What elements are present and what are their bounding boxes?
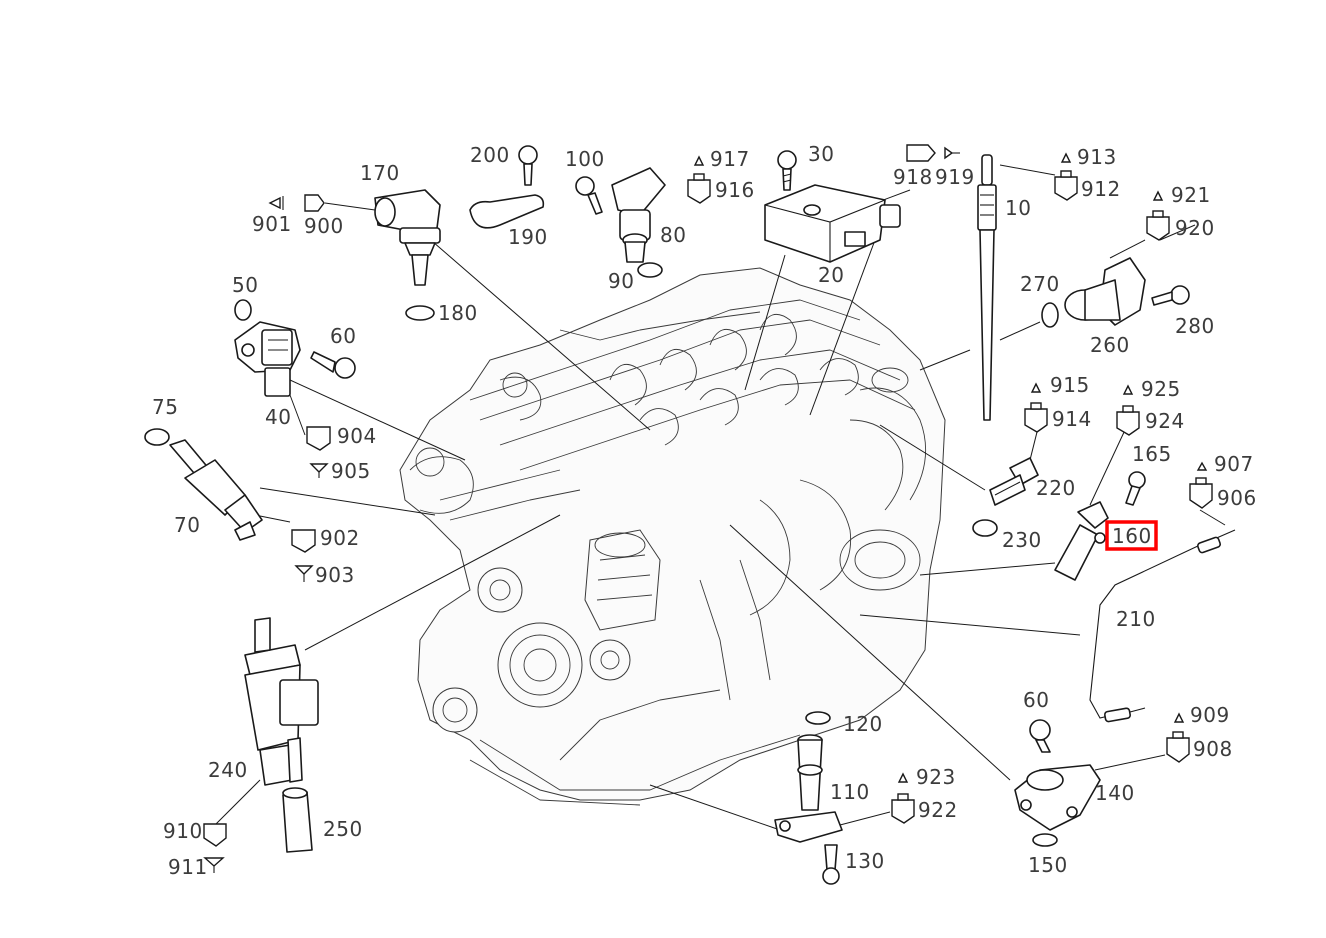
label-130[interactable]: 130 [845, 849, 885, 873]
screw-280 [1151, 285, 1190, 306]
label-90[interactable]: 90 [608, 269, 634, 293]
o-ring-75 [144, 428, 170, 446]
label-280[interactable]: 280 [1175, 314, 1215, 338]
label-917[interactable]: 917 [710, 147, 750, 171]
label-916[interactable]: 916 [715, 178, 755, 202]
label-925[interactable]: 925 [1141, 377, 1181, 401]
gasket-190 [469, 194, 545, 229]
screw-200 [518, 145, 538, 186]
label-180[interactable]: 180 [438, 301, 478, 325]
label-60-lower[interactable]: 60 [1023, 688, 1049, 712]
label-913[interactable]: 913 [1077, 145, 1117, 169]
screw-165 [1125, 471, 1146, 506]
label-230[interactable]: 230 [1002, 528, 1042, 552]
pressure-switch-220 [989, 457, 1039, 506]
screw-100 [575, 176, 603, 215]
label-900[interactable]: 900 [304, 214, 344, 238]
screw-60-upper [310, 351, 356, 379]
label-923[interactable]: 923 [916, 765, 956, 789]
label-170[interactable]: 170 [360, 161, 400, 185]
connector-symbols [203, 144, 1213, 873]
label-914[interactable]: 914 [1052, 407, 1092, 431]
o-ring-150 [1032, 833, 1058, 847]
label-924[interactable]: 924 [1145, 409, 1185, 433]
label-908[interactable]: 908 [1193, 737, 1233, 761]
label-907[interactable]: 907 [1214, 452, 1254, 476]
screw-30 [777, 150, 797, 191]
o-ring-90 [637, 262, 663, 278]
highlight-box-160 [1105, 520, 1158, 551]
label-902[interactable]: 902 [320, 526, 360, 550]
label-922[interactable]: 922 [918, 798, 958, 822]
engine-assembly [399, 267, 946, 806]
label-50[interactable]: 50 [232, 273, 258, 297]
label-210[interactable]: 210 [1116, 607, 1156, 631]
label-919[interactable]: 919 [935, 165, 975, 189]
washer-230 [972, 519, 998, 537]
label-200[interactable]: 200 [470, 143, 510, 167]
label-912[interactable]: 912 [1081, 177, 1121, 201]
label-901[interactable]: 901 [252, 212, 292, 236]
label-190[interactable]: 190 [508, 225, 548, 249]
glow-plug-10 [977, 154, 997, 421]
pressure-sensor-40 [234, 321, 301, 397]
part-labels: 10 20 30 40 50 60 60 70 75 80 90 100 110… [152, 142, 1257, 879]
label-240[interactable]: 240 [208, 758, 248, 782]
label-910[interactable]: 910 [163, 819, 203, 843]
label-120[interactable]: 120 [843, 712, 883, 736]
crankshaft-sensor-160 [1054, 501, 1109, 581]
label-921[interactable]: 921 [1171, 183, 1211, 207]
pressure-sensor-140 [1014, 764, 1101, 831]
o-ring-120 [805, 711, 831, 725]
label-909[interactable]: 909 [1190, 703, 1230, 727]
leader-lines [209, 164, 1226, 831]
exhaust-temperature-sensor-210 [1089, 529, 1236, 723]
control-unit-20 [764, 184, 901, 263]
label-904[interactable]: 904 [337, 424, 377, 448]
sensor-260 [1064, 257, 1146, 326]
label-911[interactable]: 911 [168, 855, 208, 879]
sensor-70 [169, 439, 263, 541]
label-110[interactable]: 110 [830, 780, 870, 804]
label-150[interactable]: 150 [1028, 853, 1068, 877]
label-100[interactable]: 100 [565, 147, 605, 171]
label-10[interactable]: 10 [1005, 196, 1031, 220]
o-ring-180 [405, 305, 435, 321]
label-260[interactable]: 260 [1090, 333, 1130, 357]
label-920[interactable]: 920 [1175, 216, 1215, 240]
label-903[interactable]: 903 [315, 563, 355, 587]
label-905[interactable]: 905 [331, 459, 371, 483]
cap-250 [282, 787, 313, 853]
label-220[interactable]: 220 [1036, 476, 1076, 500]
temperature-sensor-170 [374, 189, 441, 286]
label-165[interactable]: 165 [1132, 442, 1172, 466]
label-915[interactable]: 915 [1050, 373, 1090, 397]
o-ring-270 [1041, 302, 1059, 328]
label-270[interactable]: 270 [1020, 272, 1060, 296]
label-80[interactable]: 80 [660, 223, 686, 247]
label-75[interactable]: 75 [152, 395, 178, 419]
label-906[interactable]: 906 [1217, 486, 1257, 510]
label-250[interactable]: 250 [323, 817, 363, 841]
label-60-upper[interactable]: 60 [330, 324, 356, 348]
label-918[interactable]: 918 [893, 165, 933, 189]
label-70[interactable]: 70 [174, 513, 200, 537]
sensor-110 [774, 734, 843, 843]
camshaft-sensor-80 [611, 167, 666, 263]
label-40[interactable]: 40 [265, 405, 291, 429]
label-20[interactable]: 20 [818, 263, 844, 287]
screw-130 [822, 844, 840, 885]
o-ring-50 [234, 299, 252, 321]
label-140[interactable]: 140 [1095, 781, 1135, 805]
label-160[interactable]: 160 [1112, 524, 1152, 548]
label-30[interactable]: 30 [808, 142, 834, 166]
screw-60-lower [1029, 719, 1051, 753]
valve-240 [244, 617, 319, 786]
